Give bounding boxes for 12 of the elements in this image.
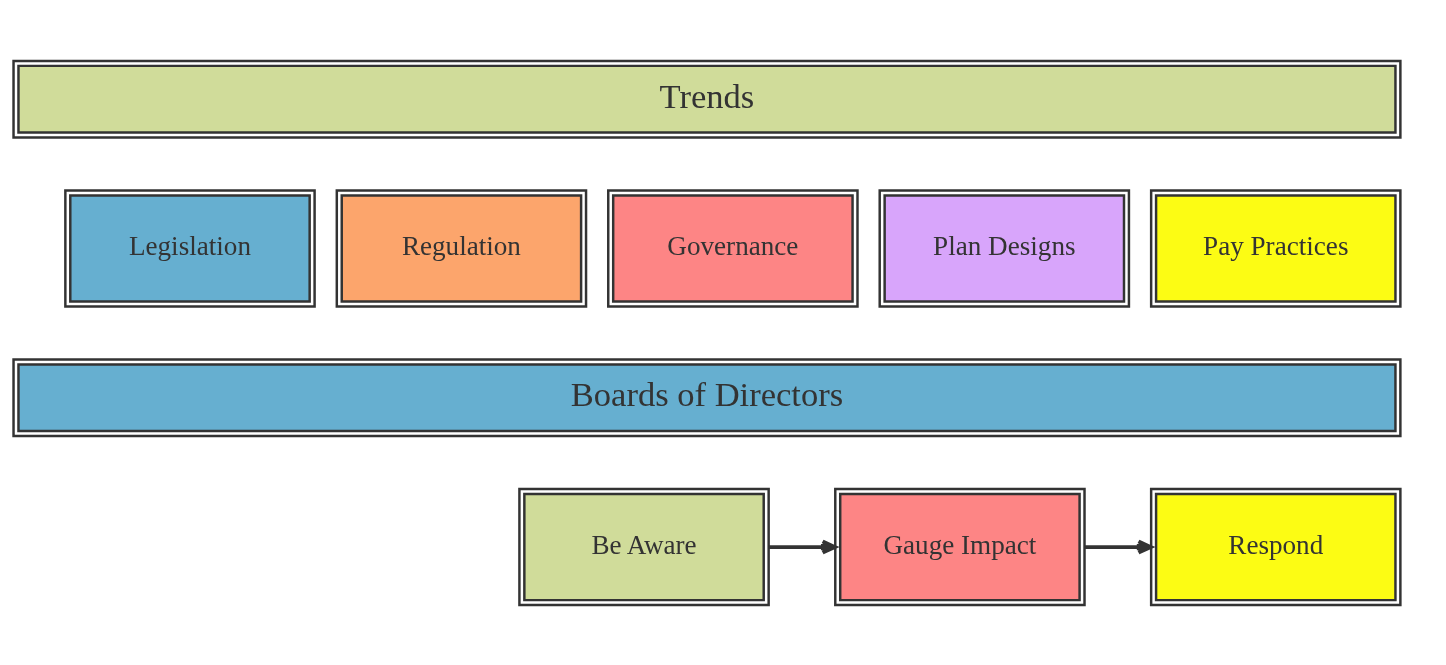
node-box: Governance — [607, 188, 859, 308]
node-box: Pay Practices — [1149, 188, 1402, 308]
node-box: Boards of Directors — [12, 357, 1402, 437]
node-box: Respond — [1149, 487, 1402, 606]
node-box: Gauge Impact — [834, 487, 1086, 606]
arrow — [1084, 539, 1153, 554]
node-box: Regulation — [335, 188, 588, 308]
node-box: Legislation — [64, 188, 316, 308]
node-box: Plan Designs — [878, 188, 1131, 308]
node-box: Be Aware — [518, 487, 770, 606]
node-box: Trends — [12, 59, 1402, 139]
arrow — [768, 539, 837, 554]
